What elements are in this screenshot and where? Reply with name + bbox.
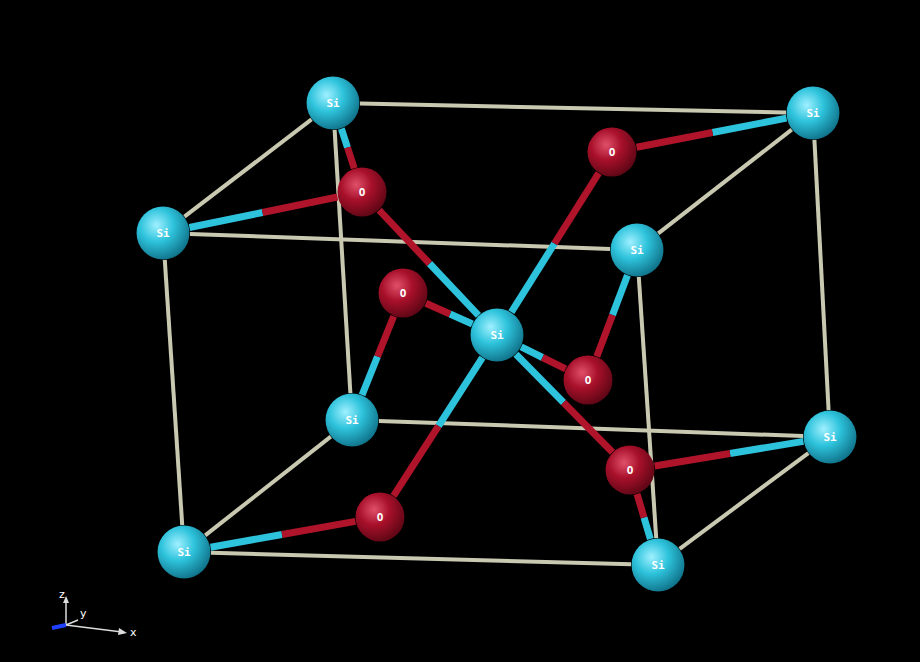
atom-symbol: Si — [490, 329, 503, 342]
atom-sphere: O — [587, 127, 637, 177]
cell-edge — [205, 437, 331, 536]
axis-label: x — [130, 626, 137, 639]
si-o-bond — [426, 303, 473, 324]
si-o-bond — [341, 129, 354, 169]
atom-sphere: Si — [306, 76, 360, 130]
atom-sphere: Si — [325, 393, 379, 447]
atom-symbol: Si — [177, 546, 190, 559]
atom-symbol: O — [359, 186, 366, 199]
atom-symbol: Si — [806, 107, 819, 120]
atom-symbol: O — [609, 146, 616, 159]
atom-sphere: O — [563, 355, 613, 405]
atom-sphere: Si — [803, 410, 857, 464]
atom-symbol: Si — [823, 431, 836, 444]
axis-triad — [52, 596, 127, 635]
cell-edge — [165, 260, 182, 525]
cell-edge — [360, 104, 786, 113]
si-o-bond — [516, 354, 613, 452]
atom-sphere: Si — [631, 538, 685, 592]
si-o-bond — [362, 316, 394, 395]
atom-symbol: Si — [345, 414, 358, 427]
si-o-bond — [511, 173, 598, 312]
cell-edge — [814, 140, 828, 410]
si-o-bond — [211, 521, 356, 547]
atom-symbol: Si — [651, 559, 664, 572]
atom-symbol: Si — [630, 244, 643, 257]
atom-sphere: Si — [470, 308, 524, 362]
atom-sphere: Si — [786, 86, 840, 140]
si-o-bond — [655, 441, 804, 466]
atom-symbol: O — [377, 511, 384, 524]
cell-edge — [184, 119, 311, 216]
atom-sphere: O — [378, 268, 428, 318]
atom-sphere: O — [337, 167, 387, 217]
atom-sphere: Si — [136, 206, 190, 260]
si-o-bond — [189, 197, 337, 228]
atom-symbol: O — [627, 464, 634, 477]
cell-edge — [211, 553, 631, 565]
axis-label: z — [59, 588, 65, 601]
atom-symbol: O — [400, 287, 407, 300]
si-o-bond — [597, 275, 628, 356]
cell-edge — [680, 453, 809, 549]
atom-symbol: O — [585, 374, 592, 387]
si-o-bond — [394, 358, 483, 496]
atom-sphere: Si — [157, 525, 211, 579]
atom-symbol: Si — [156, 227, 169, 240]
atom-sphere: O — [605, 445, 655, 495]
si-o-bond — [637, 494, 650, 539]
atom-sphere: O — [355, 492, 405, 542]
si-o-bond — [637, 118, 787, 147]
axis-label: y — [80, 607, 87, 620]
cell-edge — [335, 130, 351, 393]
atom-sphere: Si — [610, 223, 664, 277]
cell-edge — [658, 130, 791, 234]
atom-symbol: Si — [326, 97, 339, 110]
